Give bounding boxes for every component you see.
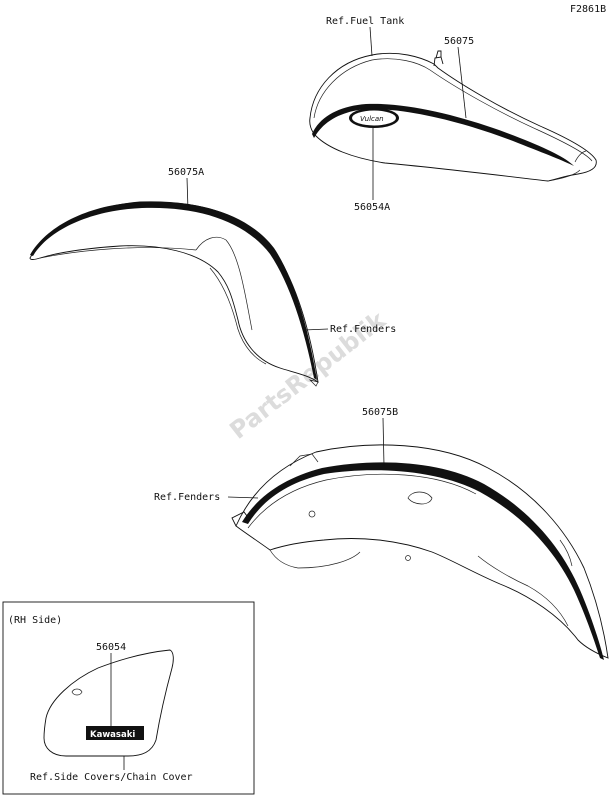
rear-fender-stripe-part-number: 56075B: [362, 407, 398, 418]
front-fender-stripe-part-number: 56075A: [168, 167, 204, 178]
fuel-tank-ref-label: Ref.Fuel Tank: [326, 16, 404, 27]
kawasaki-decal: [86, 726, 144, 740]
front-fender-ref-label: Ref.Fenders: [330, 324, 396, 335]
decal-text: Kawasaki: [90, 730, 135, 740]
emblem-text: Vulcan: [360, 115, 384, 123]
front-fender-ref-leader: [303, 328, 329, 331]
side-cover-ref-label: Ref.Side Covers/Chain Cover: [30, 772, 193, 783]
fuel-tank-illustration: Vulcan: [309, 50, 597, 182]
inset-side-label: (RH Side): [8, 615, 62, 626]
figure-code: F2861B: [570, 4, 606, 15]
fuel-tank-ref-leader: [369, 26, 373, 57]
side-cover-decal-part-number: 56054: [96, 642, 126, 653]
front-fender-stripe-leader: [186, 177, 189, 211]
rear-fender-illustration: [231, 444, 609, 660]
side-cover-illustration: Kawasaki: [43, 649, 174, 757]
inset-frame: [2, 601, 255, 795]
rear-fender-ref-leader: [227, 496, 259, 499]
rear-fender-ref-label: Ref.Fenders: [154, 492, 220, 503]
fuel-tank-emblem-part-number: 56054A: [354, 202, 390, 213]
rear-fender-stripe-leader: [382, 417, 385, 467]
side-cover-inset: (RH Side) Kawasaki 56054 Ref.Side Covers…: [2, 601, 255, 795]
fuel-tank-stripe-part-number: 56075: [444, 36, 474, 47]
front-fender-illustration: [29, 201, 319, 387]
fuel-tank-stripe-leader: [457, 46, 467, 119]
vulcan-emblem: Vulcan: [349, 108, 399, 128]
